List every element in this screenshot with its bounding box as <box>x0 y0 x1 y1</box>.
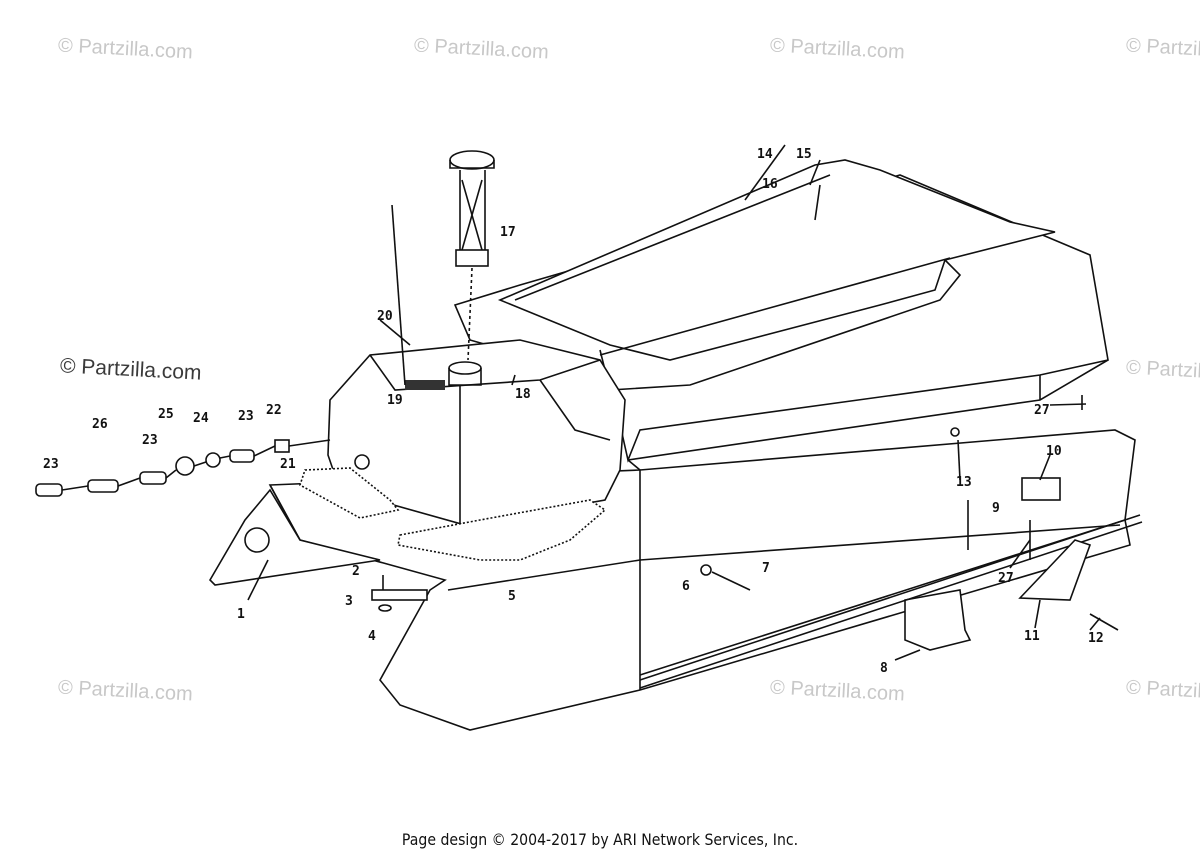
fuel-gauge-sender <box>449 150 495 361</box>
callout-22: 22 <box>266 403 282 418</box>
callout-5: 5 <box>508 589 516 604</box>
callout-11: 11 <box>1024 629 1040 644</box>
callout-23a: 23 <box>43 457 59 472</box>
callout-9: 9 <box>992 501 1000 516</box>
fuel-line-parts <box>35 439 331 497</box>
callout-25: 25 <box>158 407 174 422</box>
callout-23c: 23 <box>238 409 254 424</box>
callout-3: 3 <box>345 594 353 609</box>
callout-21: 21 <box>280 457 296 472</box>
callout-17: 17 <box>500 225 516 240</box>
callout-26: 26 <box>92 417 108 432</box>
tank-pads <box>299 467 607 561</box>
seat-cushion <box>497 159 1056 391</box>
hardware <box>371 395 1119 631</box>
ski-bracket <box>1018 539 1092 601</box>
side-rail <box>639 514 1143 689</box>
leader-lines <box>247 144 1101 661</box>
callout-20: 20 <box>377 309 393 324</box>
callout-19: 19 <box>387 393 403 408</box>
callout-27b: 27 <box>998 571 1014 586</box>
callout-24: 24 <box>193 411 209 426</box>
callout-18: 18 <box>515 387 531 402</box>
callout-16: 16 <box>762 177 778 192</box>
callout-14: 14 <box>757 147 773 162</box>
callout-15: 15 <box>796 147 812 162</box>
callout-4: 4 <box>368 629 376 644</box>
front-panel-left <box>208 488 381 586</box>
callout-6: 6 <box>682 579 690 594</box>
callout-labels: 1 2 3 4 5 6 7 8 9 10 11 12 13 14 15 16 1… <box>43 147 1104 676</box>
callout-12: 12 <box>1088 631 1104 646</box>
callout-2: 2 <box>352 564 360 579</box>
fuel-tank <box>327 339 626 526</box>
bumper-bracket <box>904 589 972 651</box>
callout-8: 8 <box>880 661 888 676</box>
page-footer: Page design © 2004-2017 by ARI Network S… <box>401 830 799 849</box>
callout-7: 7 <box>762 561 770 576</box>
callout-23b: 23 <box>142 433 158 448</box>
callout-10: 10 <box>1046 444 1062 459</box>
callout-27a: 27 <box>1034 403 1050 418</box>
callout-13: 13 <box>956 475 972 490</box>
callout-1: 1 <box>237 607 245 622</box>
